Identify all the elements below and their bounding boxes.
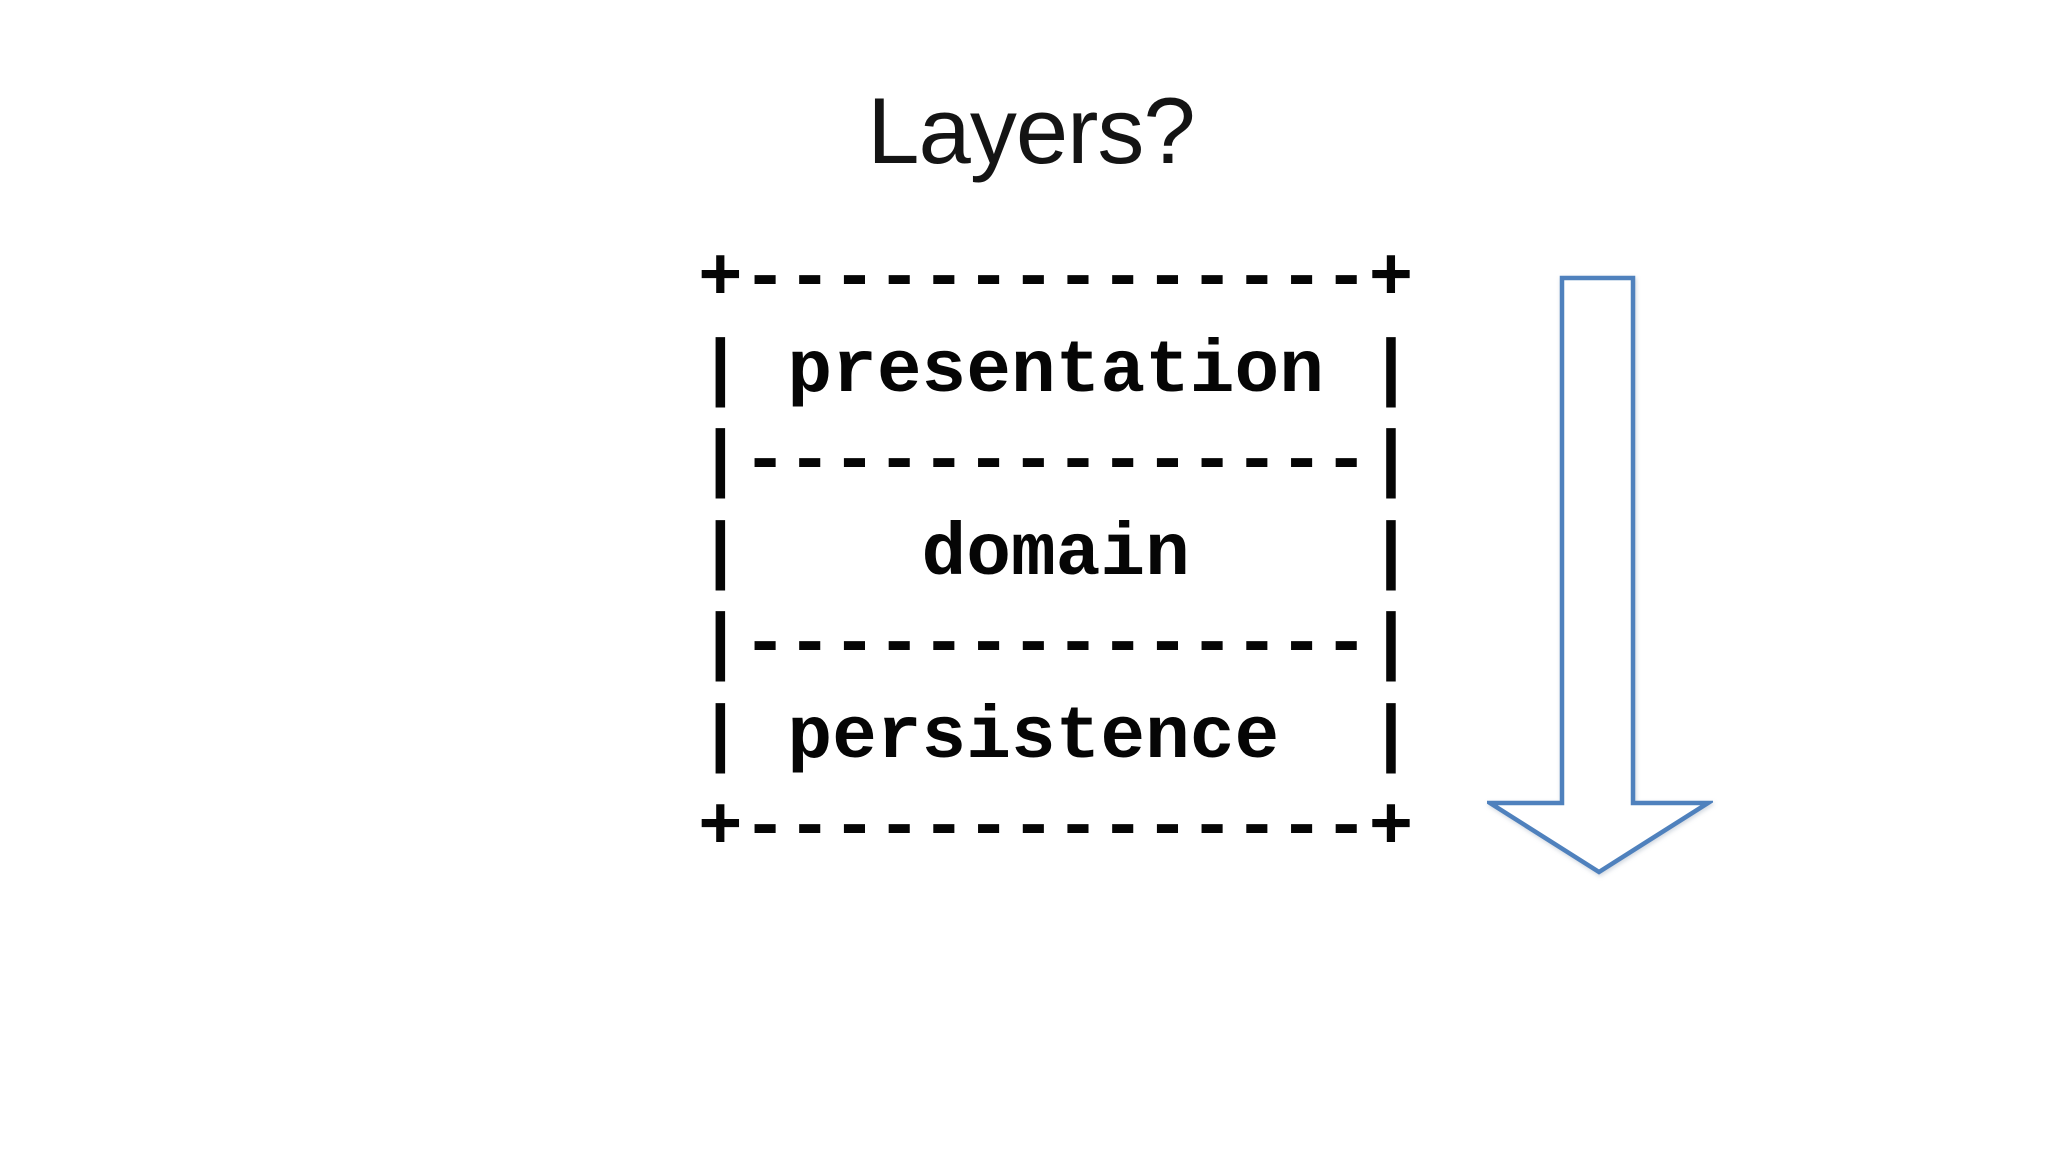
ascii-layers-diagram: +--------------+ | presentation | |-----…	[698, 235, 1413, 876]
ascii-line-domain-layer: | domain |	[698, 512, 1414, 597]
ascii-line-separator: |--------------|	[698, 604, 1414, 688]
ascii-line-persistence-layer: | persistence |	[698, 695, 1414, 780]
down-arrow-shape	[1487, 275, 1713, 875]
slide-title: Layers?	[867, 78, 1195, 183]
ascii-line-presentation-layer: | presentation |	[698, 329, 1414, 414]
down-arrow-icon	[1487, 275, 1713, 875]
ascii-line-separator: |--------------|	[698, 421, 1414, 505]
ascii-line-top-border: +--------------+	[698, 238, 1414, 322]
ascii-line-bottom-border: +--------------+	[698, 787, 1414, 871]
